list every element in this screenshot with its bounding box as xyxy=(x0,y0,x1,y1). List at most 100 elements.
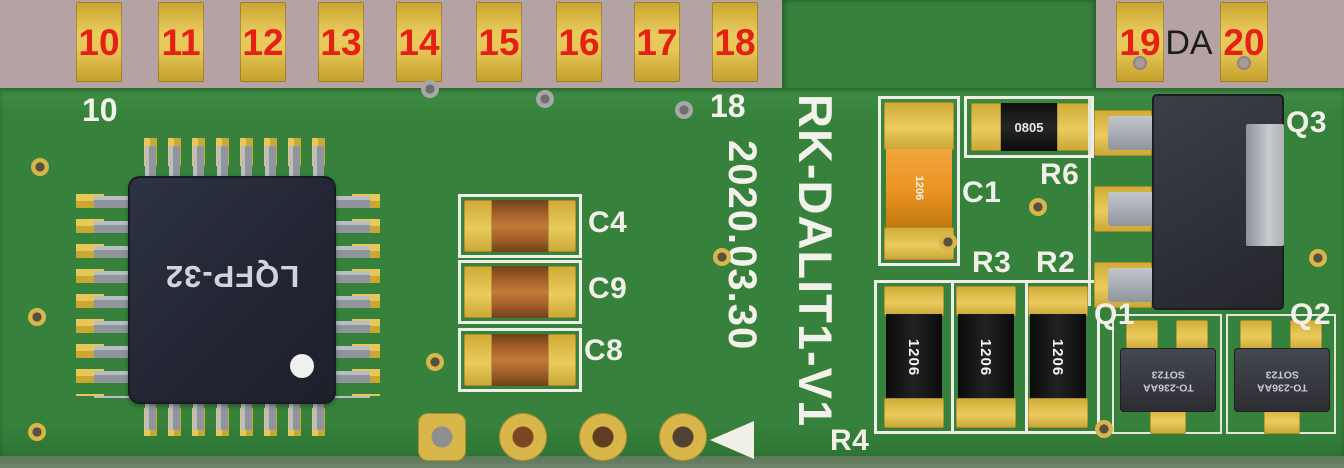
res-pad xyxy=(1028,398,1088,428)
label-r3: R3 xyxy=(972,246,1012,279)
pad-number: 13 xyxy=(320,22,362,63)
label-q1: Q1 xyxy=(1094,298,1136,331)
chip-pin1-dot xyxy=(290,354,314,378)
mounting-pad xyxy=(659,413,707,461)
pad-20: 20 xyxy=(1220,2,1268,82)
mounting-pad xyxy=(499,413,547,461)
resistor-group-outline xyxy=(874,280,1100,434)
cap-body: 1206 xyxy=(886,149,952,227)
silk-board-name-label: RK-DALIT1-V1 xyxy=(789,94,842,428)
label-c1: C1 xyxy=(962,176,1002,209)
pad-number: 15 xyxy=(478,22,520,63)
q3-pin xyxy=(1108,192,1156,226)
drill-hole xyxy=(1133,56,1147,70)
pad-number: 14 xyxy=(398,22,440,63)
via xyxy=(28,308,46,326)
r2-marking: 1206 xyxy=(1049,338,1067,376)
pad-number: 17 xyxy=(636,22,678,63)
cap-pad xyxy=(548,200,576,252)
q1-pad xyxy=(1176,320,1208,350)
board-top-tab xyxy=(782,0,1096,92)
label-c9: C9 xyxy=(588,272,628,305)
pad-number: 16 xyxy=(558,22,600,63)
res-pad xyxy=(1028,286,1088,316)
label-c4: C4 xyxy=(588,206,628,239)
silk-pin10-label: 10 xyxy=(82,92,118,128)
cap-body xyxy=(492,200,548,252)
capacitor-c8 xyxy=(458,328,582,392)
q3-pin xyxy=(1108,268,1156,302)
pad-number: 12 xyxy=(242,22,284,63)
pad-16: 16 xyxy=(556,2,602,82)
pad-10: 10 xyxy=(76,2,122,82)
via xyxy=(421,80,439,98)
pad-number: 11 xyxy=(161,22,201,63)
q1-marking: TO-236AA SOT23 xyxy=(1143,367,1194,393)
cap-body xyxy=(492,266,548,318)
res-pad xyxy=(884,286,944,316)
pad-number: 18 xyxy=(714,22,756,63)
res-body: 1206 xyxy=(958,314,1014,400)
label-r4: R4 xyxy=(830,424,870,457)
via xyxy=(675,101,693,119)
silk-divider xyxy=(1025,283,1028,431)
capacitor-c1: 1206 xyxy=(878,96,960,266)
q2-marking-line: TO-236AA xyxy=(1256,381,1308,394)
transistor-q2-body: TO-236AA SOT23 xyxy=(1234,348,1330,412)
r4-marking: 1206 xyxy=(905,338,923,376)
via xyxy=(536,90,554,108)
cap-pad xyxy=(548,334,576,386)
q2-marking: TO-236AA SOT23 xyxy=(1257,367,1308,393)
silk-q3-outline xyxy=(1088,98,1091,306)
via xyxy=(1029,198,1047,216)
res-pad xyxy=(956,398,1016,428)
pad-19: 19 xyxy=(1116,2,1164,82)
c1-marking: 1206 xyxy=(912,175,925,201)
da-label: DA xyxy=(1165,24,1213,62)
resistor-r4: 1206 xyxy=(884,286,944,428)
resistor-r2: 1206 xyxy=(1028,286,1088,428)
via xyxy=(426,353,444,371)
label-q3: Q3 xyxy=(1286,106,1328,139)
res-body: 1206 xyxy=(886,314,942,400)
r6-marking: 0805 xyxy=(1014,119,1044,135)
label-c8: C8 xyxy=(584,334,624,367)
transistor-q1-body: TO-236AA SOT23 xyxy=(1120,348,1216,412)
res-pad xyxy=(971,103,1001,151)
via xyxy=(31,158,49,176)
label-r6: R6 xyxy=(1040,158,1080,191)
cap-pad xyxy=(464,200,492,252)
pad-17: 17 xyxy=(634,2,680,82)
resistor-r6: 0805 xyxy=(964,96,1094,158)
q3-metal-tab xyxy=(1246,124,1284,246)
pad-12: 12 xyxy=(240,2,286,82)
silk-pin18-label: 18 xyxy=(710,88,746,124)
via xyxy=(939,233,957,251)
cap-pad xyxy=(884,102,954,150)
cap-pad xyxy=(464,266,492,318)
res-body: 0805 xyxy=(1001,103,1057,151)
res-pad xyxy=(956,286,1016,316)
q2-marking-line: SOT23 xyxy=(1265,368,1299,380)
capacitor-c4 xyxy=(458,194,582,258)
res-pad xyxy=(884,398,944,428)
label-q2: Q2 xyxy=(1290,298,1332,331)
pad-number: 10 xyxy=(78,22,120,63)
mounting-pad xyxy=(579,413,627,461)
board-bottom-edge xyxy=(0,456,1344,468)
pad-14: 14 xyxy=(396,2,442,82)
silk-divider xyxy=(951,283,954,431)
q1-pad xyxy=(1126,320,1158,350)
label-r2: R2 xyxy=(1036,246,1076,279)
q1-marking-line: TO-236AA xyxy=(1142,381,1194,394)
pad-11: 11 xyxy=(158,2,204,82)
q1-marking-line: SOT23 xyxy=(1151,368,1185,380)
q2-pad xyxy=(1240,320,1272,350)
cap-pad xyxy=(464,334,492,386)
q2-pad xyxy=(1290,320,1322,350)
q3-pin xyxy=(1108,116,1156,150)
via xyxy=(28,423,46,441)
pad-13: 13 xyxy=(318,2,364,82)
res-pad xyxy=(1057,103,1089,151)
